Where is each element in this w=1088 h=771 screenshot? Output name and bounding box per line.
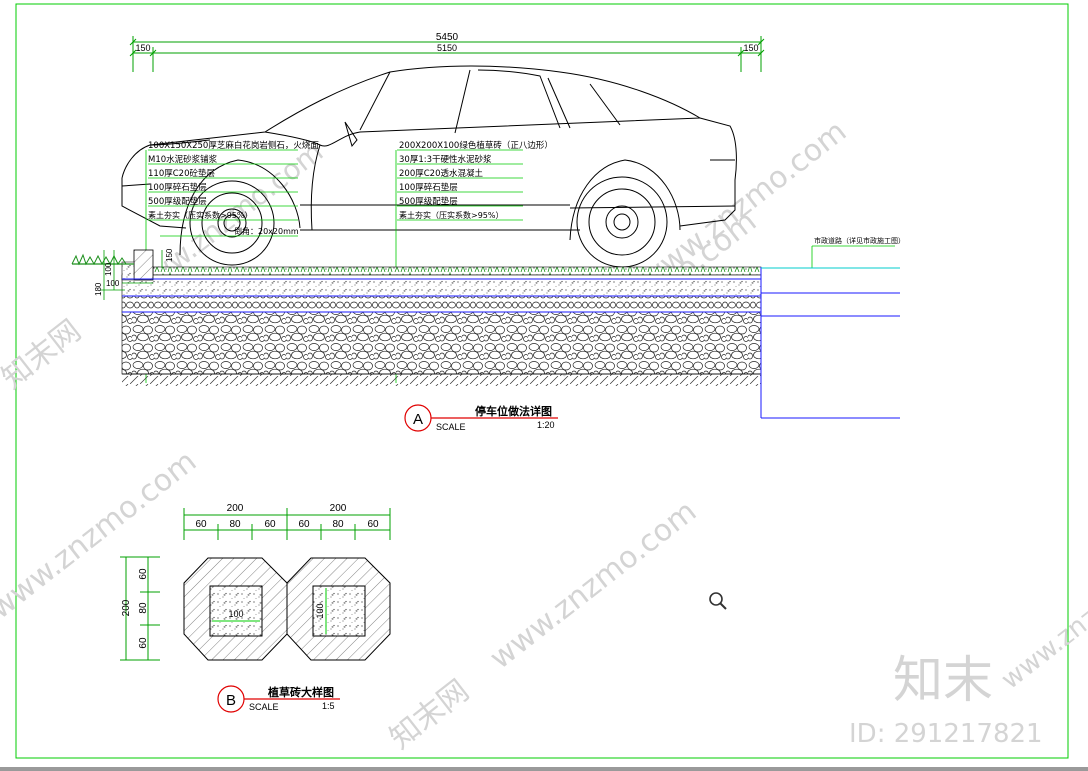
pavement-section — [71, 249, 900, 419]
id-text: ID: 291217821 — [849, 719, 1043, 749]
watermark-site-5: www.znzmo.com — [483, 494, 703, 676]
curb-dim-150: 150 — [165, 248, 174, 262]
magnifier-icon[interactable] — [706, 589, 730, 613]
watermark-site-4: www.znzmo.com — [0, 444, 203, 626]
b-dim-left-total: 200 — [121, 599, 132, 616]
title-a-scale-value: 1:20 — [537, 420, 555, 430]
grass-brick-1: 100 — [183, 557, 288, 661]
left-note-6: 素土夯实（压实系数>95%） — [148, 210, 252, 220]
left-note-2: M10水泥砂浆铺浆 — [148, 154, 218, 165]
b-dim-left-sub-2: 80 — [138, 602, 149, 614]
curb-dimensions — [100, 250, 163, 300]
curb-dim-180: 180 — [94, 282, 103, 296]
b-dim-sub-1: 60 — [195, 519, 207, 530]
left-note-4: 100厚碎石垫层 — [148, 182, 207, 193]
dim-left: 150 — [135, 43, 150, 53]
title-a-text: 停车位做法详图 — [475, 404, 552, 418]
b-dim-sub-3: 60 — [264, 519, 276, 530]
right-note-2: 30厚1:3干硬性水泥砂浆 — [399, 154, 492, 165]
b-dim-top-1: 200 — [227, 503, 244, 514]
right-note-6: 素土夯实（压实系数>95%） — [399, 210, 503, 220]
dim-right: 150 — [743, 43, 758, 53]
dim-total: 5450 — [436, 32, 459, 43]
right-note-4: 100厚碎石垫层 — [399, 182, 458, 193]
left-notes: 100X150X250厚芝麻白花岗岩侧石，火烧面 M10水泥砂浆铺浆 110厚C… — [148, 140, 319, 220]
dimension-top — [129, 36, 765, 72]
joint-note: 倒角：20x20mm — [234, 226, 299, 236]
b-dim-sub-2: 80 — [229, 519, 241, 530]
watermark-brand-2: 知末网 — [383, 673, 475, 756]
car-outline — [121, 65, 737, 268]
logo-text: 知末 — [893, 651, 993, 709]
right-notes: 200X200X100绿色植草砖（正八边形） 30厚1:3干硬性水泥砂浆 200… — [399, 140, 553, 220]
curb-dim-100-2: 100 — [104, 262, 113, 276]
b-dim-sub-6: 60 — [367, 519, 379, 530]
title-a: A 停车位做法详图 SCALE 1:20 — [404, 404, 558, 432]
title-a-letter: A — [413, 411, 423, 428]
drawing-frame — [15, 3, 1069, 759]
right-note-5: 500厚级配垫层 — [399, 196, 458, 207]
grass-brick-2: 100 — [286, 557, 391, 661]
hole-label-2: 100 — [315, 603, 325, 618]
title-a-scale-label: SCALE — [436, 422, 466, 432]
right-note-1: 200X200X100绿色植草砖（正八边形） — [399, 140, 553, 151]
b-dim-sub-4: 60 — [298, 519, 310, 530]
hole-label-1: 100 — [228, 609, 243, 619]
title-b-letter: B — [226, 692, 236, 709]
curb-dim-100: 100 — [106, 279, 120, 288]
b-dim-left-sub-1: 60 — [138, 568, 149, 580]
detail-b-dimensions — [120, 508, 391, 661]
left-note-3: 110厚C20砼垫层 — [148, 168, 215, 179]
title-b: B 植草砖大样图 SCALE 1:5 — [217, 685, 340, 713]
title-b-scale-value: 1:5 — [322, 701, 335, 711]
watermark-brand-1: 知末网 — [0, 313, 88, 396]
title-b-scale-label: SCALE — [249, 702, 279, 712]
left-note-5: 500厚级配垫层 — [148, 196, 207, 207]
b-dim-top-2: 200 — [330, 503, 347, 514]
dim-middle: 5150 — [437, 43, 457, 53]
bottom-bar — [0, 767, 1088, 771]
b-dim-sub-5: 80 — [332, 519, 344, 530]
watermark-site-6: www.znzmo.com — [996, 538, 1088, 696]
left-note-1: 100X150X250厚芝麻白花岗岩侧石，火烧面 — [148, 140, 319, 151]
b-dim-left-sub-3: 60 — [138, 637, 149, 649]
road-note: 市政道路（详见市政施工图） — [814, 236, 905, 245]
title-b-text: 植草砖大样图 — [267, 685, 334, 699]
right-note-3: 200厚C20透水混凝土 — [399, 168, 483, 179]
